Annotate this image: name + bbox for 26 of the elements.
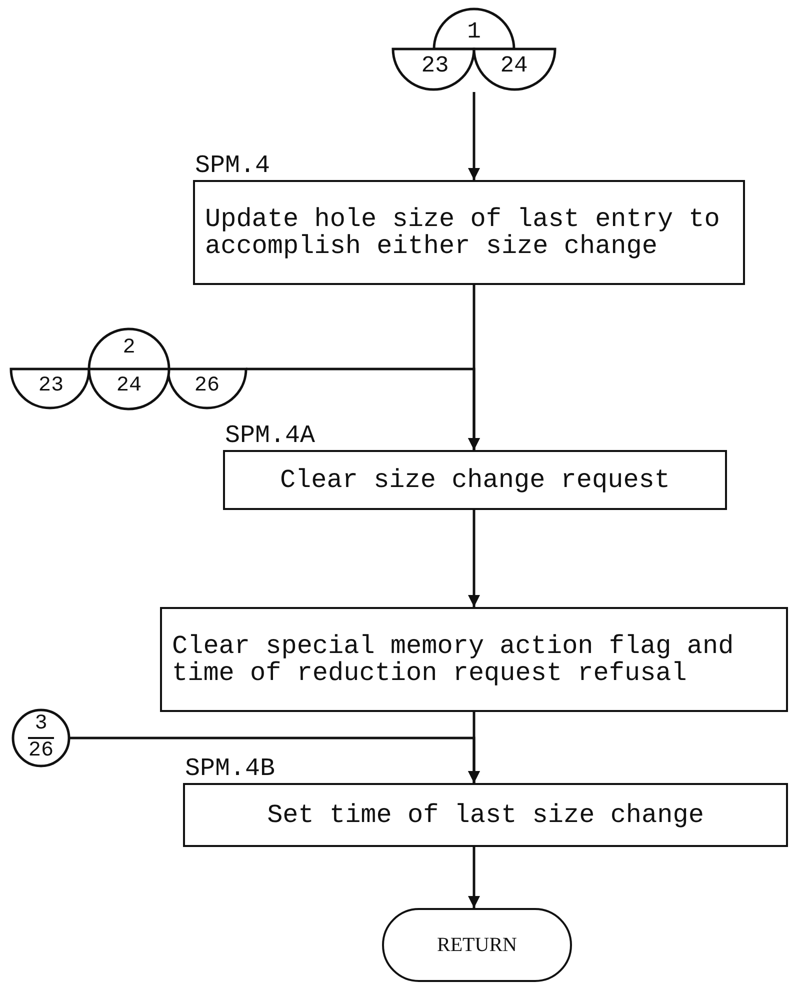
flow-arrow	[468, 92, 480, 180]
process-text: Clear size change request	[280, 466, 670, 494]
connector-number: 23	[38, 376, 64, 396]
flow-arrow	[70, 736, 480, 783]
off-page-connector	[393, 8, 555, 92]
connector-circle	[12, 709, 70, 767]
process-text: Set time of last size change	[267, 802, 704, 828]
process-box	[160, 607, 788, 712]
step-label: SPM.4A	[225, 422, 316, 449]
connector-number: 24	[500, 54, 528, 78]
connector-number: 23	[421, 54, 449, 78]
flow-arrow	[468, 847, 480, 908]
connector-number: 2	[122, 338, 136, 358]
flow-arrow	[246, 368, 480, 450]
step-label: SPM.4	[195, 152, 270, 179]
terminator: RETURN	[382, 908, 572, 982]
connector-number: 26	[194, 376, 220, 396]
connector-number: 1	[467, 20, 481, 44]
step-label: SPM.4B	[185, 755, 276, 782]
process-text: Clear special memory action flag and time of reduction request refusal	[172, 633, 735, 687]
process-text: Update hole size of last entry to accomplish either size change	[205, 206, 721, 260]
connector-number: 26	[28, 740, 54, 762]
connector-number: 24	[116, 376, 142, 396]
connector-number: 3	[34, 714, 48, 734]
flow-arrow	[468, 510, 480, 607]
off-page-connector	[11, 328, 246, 411]
